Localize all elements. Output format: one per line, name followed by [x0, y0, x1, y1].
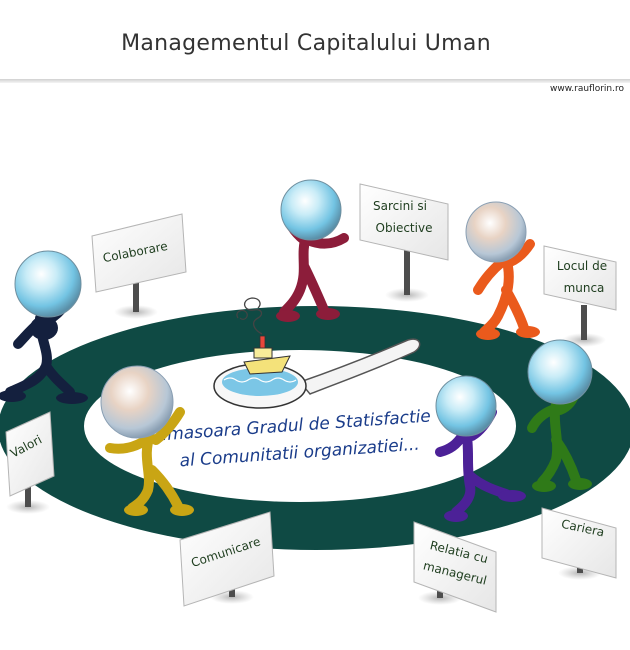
sign-locul: Locul de munca	[543, 245, 617, 311]
steam-icon	[236, 297, 263, 335]
inner-field	[84, 350, 516, 502]
bubble-icon	[465, 201, 527, 263]
sign-colaborare: Colaborare	[91, 213, 187, 293]
sign-cariera: Cariera	[541, 507, 617, 579]
figure-green	[527, 339, 593, 492]
sign-comunicare: Comunicare	[179, 511, 275, 607]
sign-valori: Valori	[5, 411, 55, 497]
sign-label-sarcini-2: Obiective	[376, 221, 433, 235]
figure-maroon	[276, 179, 349, 322]
page-title: Managementul Capitalului Uman	[121, 31, 491, 56]
header-divider	[0, 79, 630, 83]
site-url: www.rauflorin.ro	[550, 84, 624, 94]
bubble-icon	[100, 365, 174, 439]
sign-label-locul-1: Locul de	[557, 259, 607, 273]
figure-mustard	[100, 365, 194, 516]
sign-label-locul-2: munca	[564, 281, 605, 295]
bubble-icon	[14, 250, 82, 318]
bubble-icon	[280, 179, 342, 241]
boat-icon	[243, 335, 291, 375]
sign-sarcini: Sarcini si Obiective	[359, 183, 449, 261]
bubble-icon	[527, 339, 593, 405]
sign-label-sarcini-1: Sarcini si	[373, 199, 427, 213]
figure-orange	[465, 201, 540, 340]
figure-navy	[0, 250, 88, 404]
figure-purple	[435, 375, 526, 522]
bubble-icon	[435, 375, 497, 437]
spoon-icon	[213, 338, 421, 409]
